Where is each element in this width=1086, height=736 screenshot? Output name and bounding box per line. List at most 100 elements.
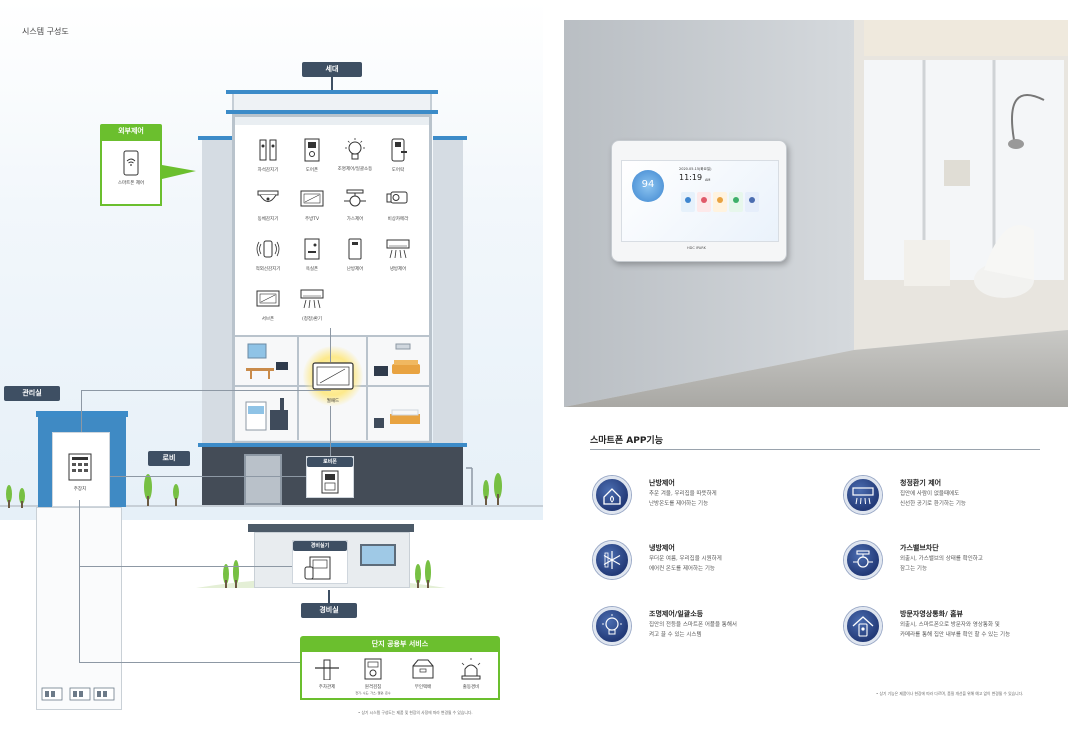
- ventilation-icon: [844, 476, 882, 514]
- connector-to-guard-h: [79, 566, 292, 567]
- light-icon: [593, 607, 631, 645]
- wallpad-temp-dial: [632, 170, 664, 202]
- wallpad-date: 2020.05.15(화요일): [679, 167, 712, 171]
- device-cooling-control: 냉방제어: [373, 236, 423, 272]
- lobby-phone-icon: [321, 470, 339, 494]
- lobby-phone-label: 로비폰: [307, 457, 353, 467]
- building-roof-lower: [226, 110, 438, 114]
- device-door-phone: 도어폰: [287, 137, 337, 173]
- air-conditioner-icon: [386, 239, 410, 259]
- device-infrared-sensor: 적외선감지기: [243, 236, 293, 272]
- device-sub-phone: 서브폰: [243, 286, 293, 322]
- kitchen-tv-icon: [300, 190, 324, 207]
- device-bathroom-phone: 욕실폰: [287, 236, 337, 272]
- trees-left-icon: [6, 485, 25, 508]
- building-right-wing: [433, 140, 463, 448]
- guard-label: 경비실: [301, 603, 357, 618]
- room-living-icon: [246, 343, 288, 379]
- room-photo-illustration: [564, 20, 1068, 407]
- lobby-label: 로비: [148, 451, 190, 466]
- device-gas-control: 가스제어: [330, 186, 380, 222]
- meter-bank-icon: [41, 687, 115, 701]
- home-view-icon: [844, 607, 882, 645]
- thermostat-icon: [348, 238, 362, 260]
- connector-lobby-h: [110, 476, 306, 477]
- room-sofa-icon: [374, 343, 420, 376]
- door-lock-icon: [391, 138, 407, 162]
- tree-middle-icon: [144, 474, 179, 506]
- service-parking: 주차관제: [302, 658, 352, 690]
- device-magnetic-sensor: 자석감지기: [243, 137, 293, 173]
- connector-mgmt-to-wallpad-h: [81, 390, 331, 391]
- door-phone-icon: [304, 138, 320, 162]
- motion-sensor-icon: [257, 190, 279, 202]
- heating-icon: [593, 476, 631, 514]
- device-emergency-camera: 비상카메라: [373, 186, 423, 222]
- guard-house-window: [360, 544, 396, 566]
- room-divider-v1: [297, 335, 299, 440]
- app-features-title: 스마트폰 APP기능: [590, 436, 663, 446]
- common-service-title: 단지 공용부 서비스: [300, 636, 500, 652]
- parking-gate-icon: [315, 659, 339, 680]
- guard-label-stem: [328, 590, 330, 603]
- service-remote-metering: 원격검침 전기, 수도, 가스, 열량, 온수: [348, 658, 398, 695]
- connector-mgmt-up: [81, 390, 82, 432]
- smartphone-icon: [123, 150, 139, 176]
- building-left-wing: [202, 140, 232, 448]
- wallpad-time: 11:19: [679, 173, 703, 182]
- building-left-wing-top: [198, 136, 232, 140]
- room-bedroom-icon: [374, 409, 420, 428]
- household-label: 세대: [302, 62, 362, 77]
- connector-underground-v: [79, 500, 80, 662]
- wallpad-icon: [312, 362, 354, 390]
- ventilation-icon: [300, 289, 324, 309]
- bathroom-phone-icon: [304, 238, 320, 260]
- wallpad-brand: HDC IPARK: [687, 246, 706, 250]
- room-kitchen-icon: [245, 398, 288, 431]
- connector-wallpad-down: [330, 406, 331, 456]
- wallpad-app-tiles: [681, 192, 759, 212]
- service-security-dispatch: 출동경비: [446, 658, 496, 690]
- infrared-sensor-icon: [256, 240, 280, 258]
- external-pointer-icon: [162, 165, 196, 179]
- magnetic-sensor-icon: [259, 139, 277, 161]
- sub-phone-icon: [256, 290, 280, 307]
- alarm-light-icon: [461, 658, 481, 680]
- gas-valve-icon: [344, 189, 366, 207]
- lobby-top-bar: [198, 443, 467, 447]
- left-footnote: • 상기 시스템 구성도는 제품 및 현장의 사정에 따라 변경될 수 있습니다…: [358, 710, 473, 715]
- household-label-stem: [331, 77, 333, 90]
- device-motion-sensor: 동체감지기: [243, 186, 293, 222]
- building-right-wing-top: [433, 136, 467, 140]
- external-control-label: 외부제어: [100, 124, 162, 139]
- cooling-icon: [593, 541, 631, 579]
- parcel-box-icon: [412, 659, 434, 679]
- light-bulb-icon: [345, 138, 365, 160]
- section-divider: [590, 449, 1040, 450]
- connector-wallpad-up: [330, 328, 331, 362]
- guard-house-roof: [248, 524, 414, 532]
- smartphone-label: 스마트폰 제어: [117, 181, 145, 186]
- guard-device-icon: [304, 556, 331, 580]
- device-kitchen-tv: 주방TV: [287, 186, 337, 222]
- main-device-label: 주장치: [73, 487, 87, 492]
- device-door-lock: 도어락: [373, 137, 423, 173]
- connector-to-service-h: [79, 662, 300, 663]
- right-footnote: • 상기 기능은 제품이나 현장에 따라 다르며, 품질 개선을 위해 예고 없…: [876, 691, 1024, 696]
- room-divider-v2: [366, 335, 368, 440]
- main-device-icon: [68, 453, 92, 481]
- gas-valve-icon: [844, 541, 882, 579]
- management-label: 관리실: [4, 386, 60, 401]
- page-title: 시스템 구성도: [22, 27, 69, 36]
- camera-icon: [386, 191, 408, 204]
- service-parcel-box: 무인택배: [398, 658, 448, 690]
- trees-right-icon: [466, 467, 502, 505]
- device-light-control: 조명제어/일괄소등: [330, 137, 380, 173]
- device-heating-control: 난방제어: [330, 236, 380, 272]
- management-building-top: [36, 411, 128, 417]
